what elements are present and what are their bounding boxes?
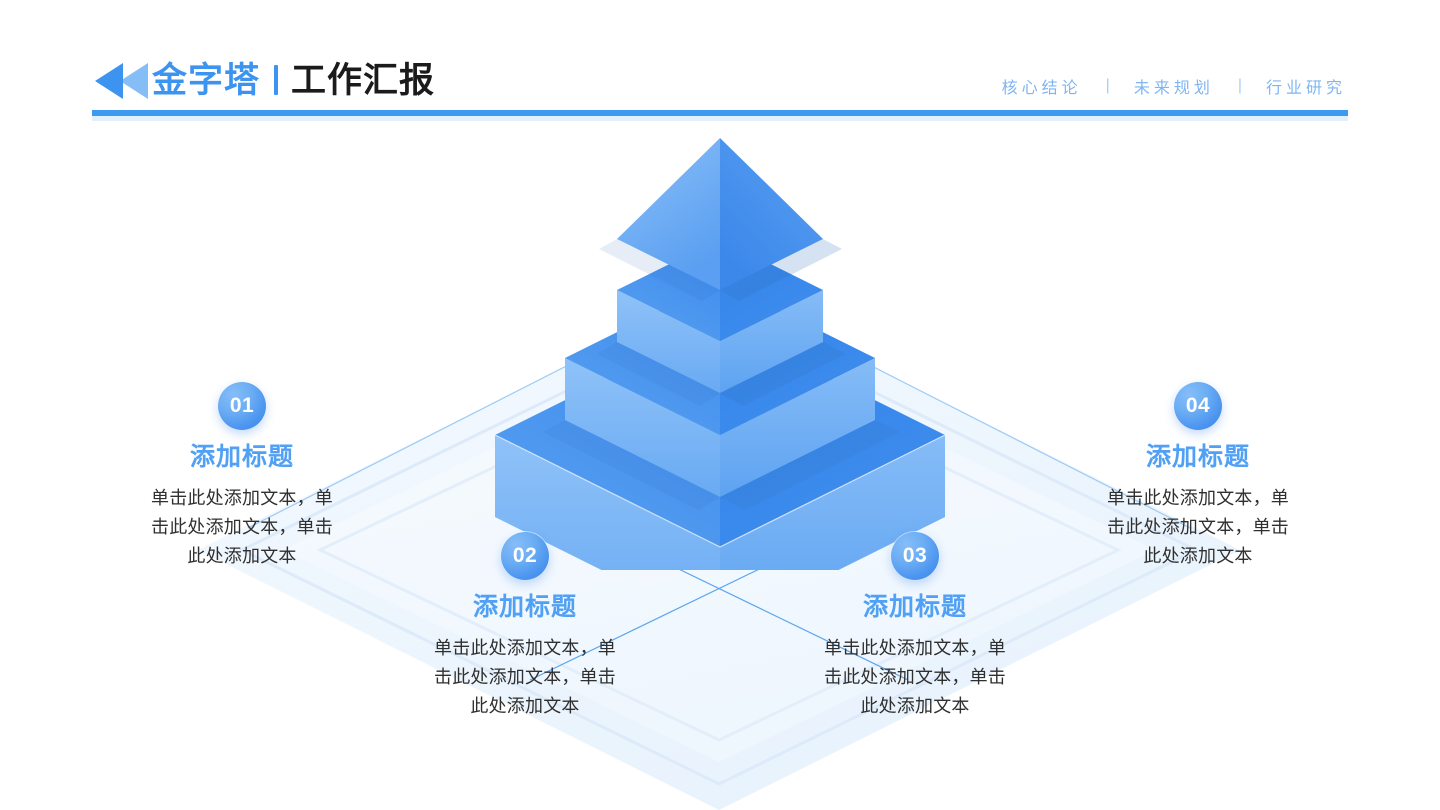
tier-3-cast-shadow-left (597, 342, 720, 406)
pyramid-tier-2 (543, 281, 900, 510)
page-title-main: 金字塔 (152, 60, 261, 100)
tier-3-cast-shadow (720, 342, 846, 406)
tier-4-right-face (720, 138, 823, 290)
header-nav: 核心结论 | 未来规划 | 行业研究 (1000, 74, 1348, 98)
tier-3-right-side (720, 290, 823, 393)
item-body-line: 单击此处添加文本，单 (434, 638, 616, 659)
pyramid-item-03[interactable]: 03 添加标题 单击此处添加文本，单 击此处添加文本，单击 此处添加文本 (775, 532, 1055, 721)
item-body-line: 击此处添加文本，单击 (151, 517, 333, 539)
item-body-line: 单击此处添加文本，单 (1107, 488, 1289, 509)
item-badge-04[interactable]: 04 (1174, 382, 1222, 430)
nav-item-core-conclusion[interactable]: 核心结论 (1001, 80, 1082, 97)
item-badge-02[interactable]: 02 (501, 532, 549, 580)
item-body-line: 单击此处添加文本，单 (824, 638, 1006, 659)
item-title-02: 添加标题 (472, 593, 577, 621)
item-body-line: 此处添加文本 (470, 696, 580, 718)
pyramid-item-01[interactable]: 01 添加标题 单击此处添加文本，单 击此处添加文本，单击 此处添加文本 (102, 382, 382, 571)
item-body-04: 单击此处添加文本，单 击此处添加文本，单击 此处添加文本 (1058, 484, 1338, 571)
tier-2-cast-shadow-left (543, 420, 720, 510)
pyramid-tier-4-apex (599, 138, 842, 301)
item-badge-03[interactable]: 03 (891, 532, 939, 580)
item-body-line: 击此处添加文本，单击 (434, 667, 616, 689)
item-body-line: 击此处添加文本，单击 (824, 667, 1006, 689)
item-body-line: 单击此处添加文本，单 (151, 488, 333, 509)
item-body-03: 单击此处添加文本，单 击此处添加文本，单击 此处添加文本 (775, 634, 1055, 721)
nav-item-industry-research[interactable]: 行业研究 (1265, 80, 1346, 97)
item-badge-01[interactable]: 01 (218, 382, 266, 430)
item-body-01: 单击此处添加文本，单 击此处添加文本，单击 此处添加文本 (102, 484, 382, 571)
nav-separator-1: | (1105, 77, 1110, 94)
tier-2-left-side (565, 358, 720, 497)
slide-header: 金字塔 工作汇报 核心结论 | 未来规划 | 行业研究 (0, 0, 1440, 125)
tier-1-right-side (720, 435, 945, 570)
item-body-02: 单击此处添加文本，单 击此处添加文本，单击 此处添加文本 (385, 634, 665, 721)
page-title: 金字塔 工作汇报 (152, 56, 435, 104)
header-rule (92, 110, 1348, 116)
item-title-04: 添加标题 (1145, 443, 1250, 471)
tier-1-left-side (495, 435, 720, 570)
nav-item-future-plan[interactable]: 未来规划 (1133, 80, 1214, 97)
tier-2-cast-shadow (720, 420, 900, 510)
item-body-line: 此处添加文本 (1143, 546, 1253, 568)
tier-4-cast-shadow-left (599, 239, 720, 301)
tier-2-right-side (720, 358, 875, 497)
tier-4-left-face (617, 138, 720, 290)
item-body-line: 此处添加文本 (860, 696, 970, 718)
pyramid-item-02[interactable]: 02 添加标题 单击此处添加文本，单 击此处添加文本，单击 此处添加文本 (385, 532, 665, 721)
title-divider (274, 65, 279, 95)
double-chevron-left-icon (95, 63, 148, 99)
tier-3-left-side (617, 290, 720, 393)
header-rule-shadow (92, 116, 1348, 121)
pyramid-item-04[interactable]: 04 添加标题 单击此处添加文本，单 击此处添加文本，单击 此处添加文本 (1058, 382, 1338, 571)
page-title-sub: 工作汇报 (291, 60, 436, 100)
item-title-03: 添加标题 (862, 593, 967, 621)
item-body-line: 击此处添加文本，单击 (1107, 517, 1289, 539)
item-body-line: 此处添加文本 (187, 546, 297, 568)
tier-4-cast-shadow (720, 239, 842, 301)
nav-separator-2: | (1237, 77, 1242, 94)
item-title-01: 添加标题 (189, 443, 294, 471)
pyramid-graphic (494, 138, 946, 570)
